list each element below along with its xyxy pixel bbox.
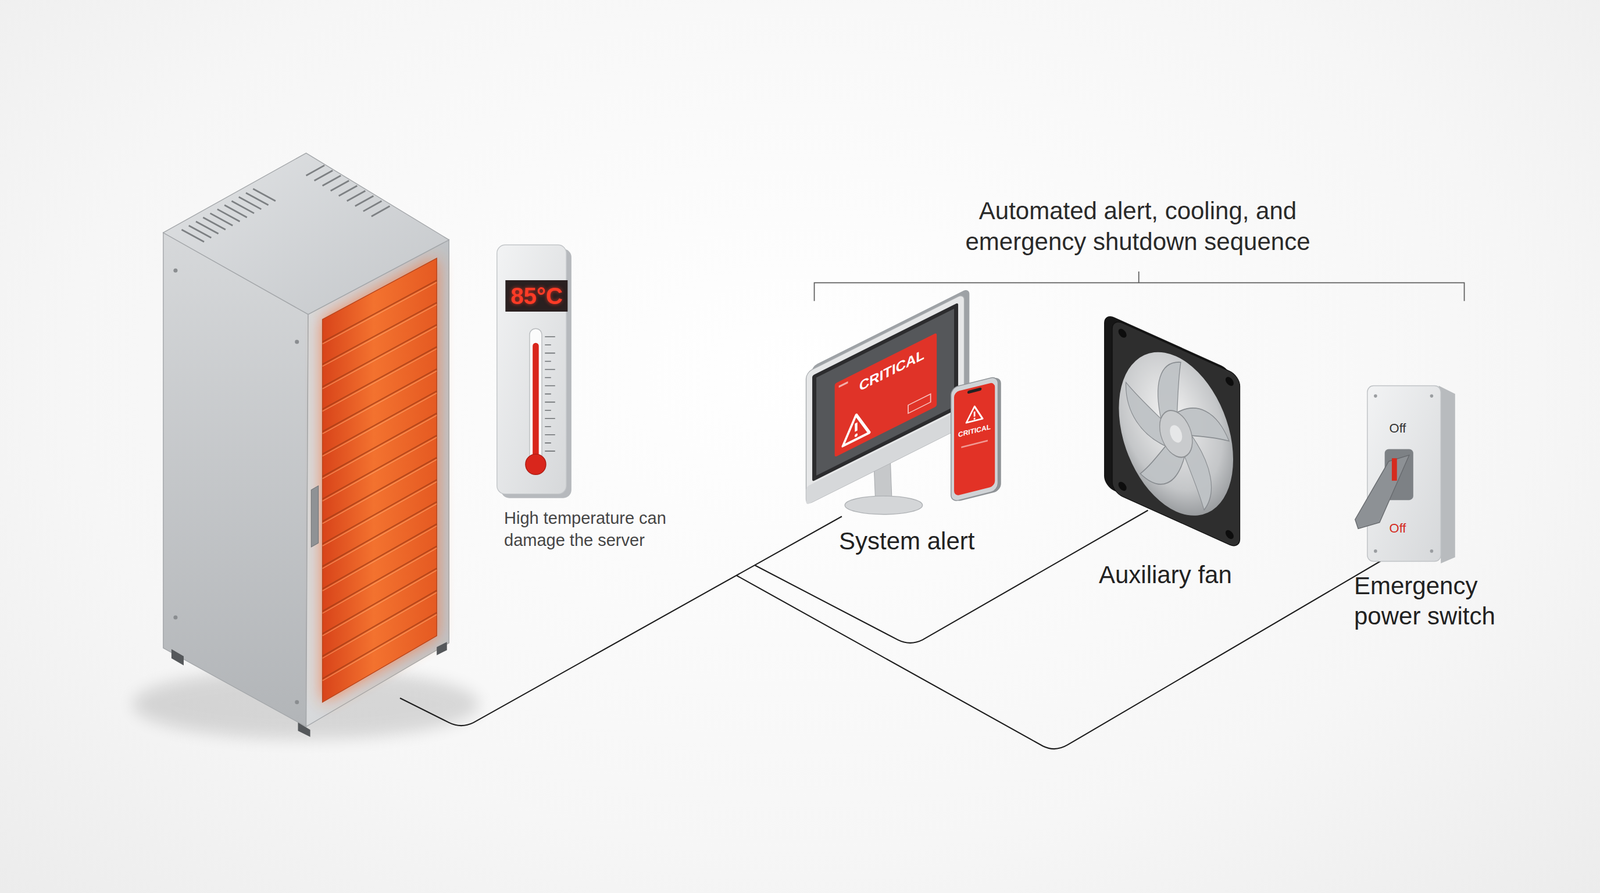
cooling-fan	[1225, 375, 1234, 388]
server-rack	[322, 280, 438, 679]
smartphone	[961, 440, 988, 449]
monitor	[806, 293, 965, 506]
signal-wire	[736, 559, 1384, 749]
cooling-fan	[1118, 480, 1127, 492]
smartphone	[954, 376, 1002, 503]
server-rack	[163, 152, 449, 314]
monitor	[838, 381, 849, 388]
cooling-fan	[1117, 327, 1230, 530]
power-switch	[1355, 386, 1456, 564]
server-rack	[132, 152, 480, 739]
server-rack	[181, 188, 275, 242]
component-label: Emergency power switch	[1354, 570, 1523, 632]
switch-position-label: Off	[1389, 420, 1407, 437]
cooling-fan	[1117, 327, 1230, 530]
cooling-fan	[1112, 318, 1240, 550]
smartphone	[951, 375, 1002, 504]
smartphone	[954, 381, 995, 497]
warning-caption: High temperature can damage the server	[504, 506, 696, 552]
monitor	[844, 495, 923, 515]
thermometer	[525, 454, 546, 475]
server-rack	[173, 615, 178, 620]
cooling-fan	[1104, 312, 1240, 550]
power-switch	[1373, 394, 1378, 398]
smartphone	[973, 411, 976, 417]
smartphone	[966, 404, 983, 424]
server-rack	[173, 268, 178, 273]
monitor	[806, 287, 970, 506]
temperature-readout: 85°C	[505, 280, 568, 312]
thermometer	[529, 328, 542, 464]
monitor	[843, 408, 870, 446]
server-rack	[294, 700, 299, 705]
monitor	[854, 423, 858, 432]
cooling-fan	[1159, 404, 1193, 464]
cooling-fan	[1225, 528, 1234, 541]
server-rack	[297, 722, 310, 738]
thermometer	[544, 336, 556, 452]
power-switch	[1391, 458, 1398, 481]
server-rack	[294, 340, 299, 345]
monitor	[908, 394, 931, 414]
server-rack	[311, 486, 319, 548]
server-rack	[436, 641, 448, 656]
server-rack	[171, 648, 184, 666]
smartphone	[967, 387, 982, 394]
power-switch	[1430, 549, 1434, 553]
power-switch	[1355, 455, 1410, 529]
power-switch	[1367, 386, 1441, 562]
thermometer	[497, 244, 572, 498]
monitor	[806, 287, 970, 515]
server-rack	[322, 258, 438, 703]
power-switch	[1373, 549, 1378, 553]
cooling-fan	[1118, 330, 1234, 538]
monitor	[806, 407, 965, 506]
component-label: Auxiliary fan	[1098, 560, 1232, 590]
monitor	[854, 433, 858, 438]
smartphone	[951, 376, 999, 503]
server-rack	[322, 258, 438, 703]
server-rack	[322, 282, 438, 681]
power-switch-plate: OffOff	[1367, 385, 1441, 559]
thermometer	[532, 343, 539, 462]
cooling-fan	[1169, 422, 1182, 445]
power-switch	[1430, 394, 1434, 398]
signal-wire	[755, 510, 1149, 644]
component-label: System alert	[838, 526, 975, 556]
server-rack	[306, 240, 450, 727]
thermometer-display: 85°CHigh temperature can damage the serv…	[497, 244, 569, 495]
switch-position-label: Off	[1389, 520, 1407, 537]
cooling-fan	[1118, 327, 1127, 339]
smartphone	[973, 417, 976, 420]
server-rack	[306, 165, 391, 217]
diagram-title: Automated alert, cooling, and emergency …	[934, 195, 1342, 257]
group-bracket	[814, 271, 1465, 302]
monitor	[811, 287, 970, 500]
server-rack	[163, 232, 309, 727]
